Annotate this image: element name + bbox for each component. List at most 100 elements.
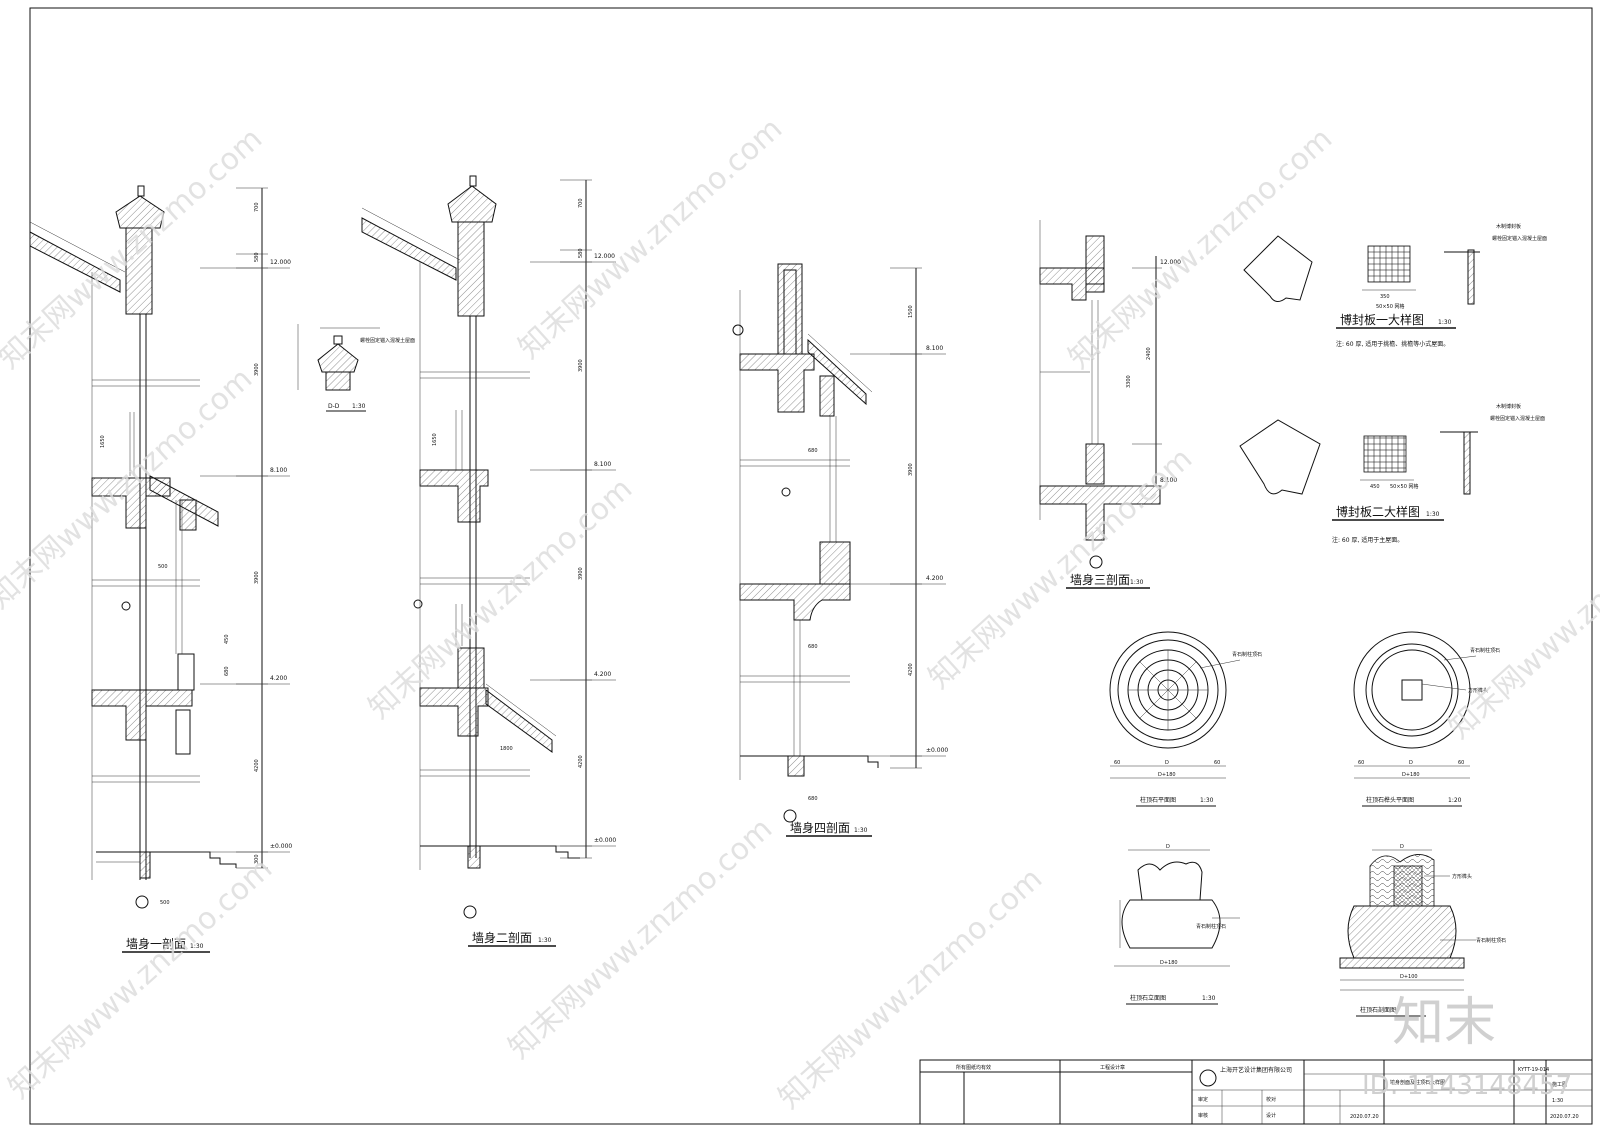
dim-s3-2400: 2400	[1146, 347, 1152, 360]
p4-d100: D+100	[1400, 974, 1418, 980]
tb-head1: 所有图纸均有效	[956, 1064, 991, 1071]
dim-s2-1650: 1650	[432, 433, 438, 446]
tb-drawing: 墙身剖面及柱顶石大样图	[1390, 1079, 1445, 1086]
p1-scale: 1:30	[1200, 797, 1214, 804]
watermark-10: 知末网www.znzmo.com	[772, 861, 1049, 1116]
detail-dd: 螺栓固定锚入混凝土屋面 D-D 1:30	[297, 324, 415, 412]
dim-s1-3900a: 3900	[254, 363, 260, 376]
elev-s1-0: ±0.000	[270, 843, 292, 850]
dim-s1-450: 450	[224, 634, 230, 644]
watermark-brand: 知末	[1392, 993, 1496, 1053]
s4-title: 墙身四剖面	[790, 820, 850, 835]
dim-s2-580: 580	[578, 248, 584, 258]
detail-dd-title: D-D	[328, 403, 340, 410]
s4-scale: 1:30	[854, 827, 868, 834]
p3-label: 青石制柱顶石	[1196, 923, 1226, 930]
tb-stage: 施工图	[1552, 1081, 1567, 1088]
tb-role2: 审核	[1198, 1112, 1208, 1119]
tb-role3: 校对	[1266, 1096, 1276, 1103]
b2-label1: 木制博封板	[1496, 403, 1521, 410]
detail-dd-note: 螺栓固定锚入混凝土屋面	[360, 337, 415, 344]
watermark-2: 知末网www.znzmo.com	[512, 111, 789, 366]
p1-label: 青石制柱顶石	[1232, 651, 1262, 658]
tb-date2: 2020.07.20	[1550, 1114, 1579, 1120]
p4-label2: 青石制柱顶石	[1476, 937, 1506, 944]
base-plan-1: 青石制柱顶石 60 D 60 D+180 柱顶石平面图 1:30	[1109, 631, 1262, 807]
p1-d60b: 60	[1214, 760, 1220, 766]
wall-section-2: 12.000 8.100 4.200 ±0.000 700 580 3900 3…	[361, 175, 616, 947]
b2-mesh: 50×50 网格	[1390, 483, 1419, 490]
b1-mesh: 50×50 网格	[1376, 303, 1405, 310]
b2-width: 450	[1370, 484, 1380, 490]
dim-s1-580: 580	[254, 252, 260, 262]
elev-s3-12000: 12.000	[1160, 259, 1181, 266]
p2-d60b: 60	[1458, 760, 1464, 766]
b2-label2: 螺栓固定锚入混凝土屋面	[1490, 415, 1545, 422]
title-block: 所有图纸均有效 工程设计章 上海开艺设计集团有限公司 审定 审核 校对 设计 墙…	[919, 1059, 1593, 1125]
s3-scale: 1:30	[1130, 579, 1144, 586]
base-section: D 方形榫头 青石制柱顶石 D+100 柱顶石剖面图	[1339, 844, 1506, 1017]
wall-section-4: 8.100 4.200 ±0.000 1500 3900 4200 680 68…	[732, 263, 948, 837]
watermark-5: 知末网www.znzmo.com	[362, 471, 639, 726]
dim-s1-1650: 1650	[100, 435, 106, 448]
dim-s3-3300: 3300	[1126, 375, 1132, 388]
dim-s1-500: 500	[158, 564, 168, 570]
dim-s1-4200: 4200	[254, 759, 260, 772]
s2-title: 墙身二剖面	[472, 930, 532, 945]
elev-s2-0: ±0.000	[594, 837, 616, 844]
p4-title: 柱顶石剖面图	[1360, 1006, 1396, 1014]
b1-title: 博封板一大样图	[1340, 312, 1424, 327]
base-plan-2: 青石制柱顶石 方形榫头 60 D 60 D+180 柱顶石榫头平面图 1:20	[1353, 631, 1500, 807]
p3-d180: D+180	[1160, 960, 1178, 966]
dim-s1-680: 680	[224, 666, 230, 676]
board-1-detail: 350 50×50 网格 木制博封板 螺栓固定锚入混凝土屋面 博封板一大样图 1…	[1243, 223, 1547, 348]
watermark-id: ID: 1143148457	[1362, 1071, 1572, 1101]
b1-label2: 螺栓固定锚入混凝土屋面	[1492, 235, 1547, 242]
s2-scale: 1:30	[538, 937, 552, 944]
tb-projno: KYTT-19-014	[1518, 1067, 1549, 1073]
elev-s1-12000: 12.000	[270, 259, 291, 266]
s1-title: 墙身一剖面	[126, 936, 186, 951]
tb-head2: 工程设计章	[1100, 1064, 1125, 1071]
tb-scale: 1:30	[1552, 1098, 1563, 1104]
elev-s2-12000: 12.000	[594, 253, 615, 260]
p4-d: D	[1400, 844, 1404, 850]
p2-d: D	[1409, 760, 1413, 766]
dim-s1-3900b: 3900	[254, 571, 260, 584]
p2-title: 柱顶石榫头平面图	[1366, 796, 1414, 804]
p3-d: D	[1166, 844, 1170, 850]
dim-s4-1500: 1500	[908, 305, 914, 318]
wall-section-3: 12.000 8.100 2400 3300 墙身三剖面 1:30	[1039, 220, 1181, 589]
elev-s1-8100: 8.100	[270, 467, 287, 474]
dim-s2-3900b: 3900	[578, 567, 584, 580]
b1-width: 350	[1380, 294, 1390, 300]
wall-section-1: 12.000 8.100 4.200 ±0.000 700 580 3900 3…	[29, 185, 292, 953]
p3-scale: 1:30	[1202, 995, 1216, 1002]
watermark-8: 知末网www.znzmo.com	[2, 851, 279, 1106]
elev-s2-8100: 8.100	[594, 461, 611, 468]
detail-dd-scale: 1:30	[352, 403, 366, 410]
tb-date1: 2020.07.20	[1350, 1114, 1379, 1120]
s3-title: 墙身三剖面	[1070, 572, 1130, 587]
dim-s2-1800: 1800	[500, 746, 513, 752]
watermark-4: 知末网www.znzmo.com	[0, 361, 259, 616]
p1-d: D	[1165, 760, 1169, 766]
p1-d180: D+180	[1158, 772, 1176, 778]
b1-scale: 1:30	[1438, 319, 1452, 326]
b2-note: 注: 60 厚, 适用于主屋面。	[1332, 536, 1403, 544]
dim-s4-3900: 3900	[908, 463, 914, 476]
dim-s1-700: 700	[254, 202, 260, 212]
s1-scale: 1:30	[190, 943, 204, 950]
dim-s4-680b: 680	[808, 644, 818, 650]
tb-role4: 设计	[1266, 1112, 1276, 1119]
dim-s2-3900a: 3900	[578, 359, 584, 372]
p2-d60a: 60	[1358, 760, 1364, 766]
b1-note: 注: 60 厚, 适用于挑檐、挑檐等小式屋面。	[1336, 340, 1449, 348]
dim-s4-680c: 680	[808, 796, 818, 802]
p2-scale: 1:20	[1448, 797, 1462, 804]
elev-s4-4200: 4.200	[926, 575, 943, 582]
b1-label1: 木制博封板	[1496, 223, 1521, 230]
p4-label1: 方形榫头	[1452, 873, 1472, 880]
p1-d60a: 60	[1114, 760, 1120, 766]
